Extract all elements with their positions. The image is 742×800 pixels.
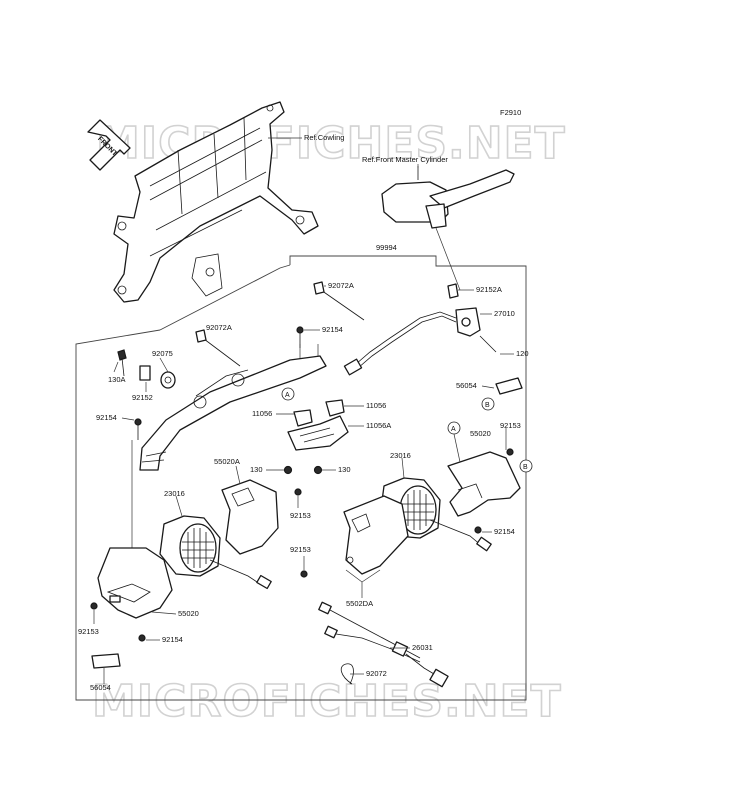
reflector-56054-left [91,653,121,669]
label-5502DA: 5502DA [346,599,373,608]
label-11056A: 11056A [366,421,391,430]
callout-b-lamp: B [519,459,533,473]
label-92154-bottom: 92154 [162,635,183,644]
label-55020-right: 55020 [470,429,491,438]
clamp-92072a-top [313,281,365,321]
ref-master-cylinder: Ref.Front Master Cylinder [362,155,448,164]
nut-130-right [313,465,323,475]
clip-11056 [287,399,349,451]
label-11056-right: 11056 [366,401,386,410]
label-120: 120 [516,349,529,358]
label-92075: 92075 [152,349,173,358]
connector-left-lamp [209,559,272,590]
label-92153-lower: 92153 [290,545,311,554]
switch-27010 [343,307,497,376]
bolt-92154-top [296,326,304,348]
assembly-frame [75,255,527,701]
svg-text:B: B [523,464,528,471]
bolt-92152a [447,283,459,299]
bolt-92154-right [474,526,482,534]
label-55020A: 55020A [214,457,240,466]
label-92154-right: 92154 [494,527,515,536]
bolt-130a [117,349,127,377]
reflector-56054-right [495,377,523,395]
label-56054-left: 56054 [90,683,111,692]
label-23016-right: 23016 [390,451,411,460]
label-92152: 92152 [132,393,153,402]
label-130A: 130A [108,375,126,384]
callout-a-right: A [447,421,461,435]
label-130-right: 130 [338,465,351,474]
ref-cowling: Ref.Cowling [304,133,344,142]
bolt-92154-left [134,418,142,440]
label-92154-left: 92154 [96,413,117,422]
grommet-92075 [160,371,176,389]
svg-text:A: A [285,392,290,399]
watermark-bottom: MICROFICHES.NET [92,676,562,727]
lamp-bracket-55020-right [447,451,521,517]
front-arrow-icon: FRONT [87,119,131,171]
cowling-stay [113,101,319,303]
label-92154-top: 92154 [322,325,343,334]
label-92153-left: 92153 [78,627,99,636]
bolt-92153-lower [300,570,308,578]
collar-92152 [139,365,151,381]
label-27010: 27010 [494,309,515,318]
lamp-housing-55020-left [97,547,173,619]
label-11056-left: 11056 [252,409,272,418]
lamp-bracket-5502da [343,495,409,575]
bolt-92153-mid [294,488,302,496]
label-55020-left: 55020 [178,609,199,618]
bolt-92153-left [90,602,98,610]
svg-text:B: B [485,402,490,409]
callout-b-right: B [481,397,495,411]
master-cylinder [381,166,515,229]
lamp-bracket [139,355,327,471]
label-26031: 26031 [412,643,433,652]
label-56054-right: 56054 [456,381,477,390]
connector-right-lamp [429,519,492,552]
clamp-92072a-left [195,329,241,367]
lamp-bracket-55020a [221,479,279,555]
harness-26031 [318,601,449,688]
label-92153-mid: 92153 [290,511,311,520]
label-130-left: 130 [250,465,263,474]
label-92072: 92072 [366,669,387,678]
label-92072A-top: 92072A [328,281,354,290]
label-92152A: 92152A [476,285,502,294]
bolt-92153-right [506,448,514,456]
label-92072A-left: 92072A [206,323,232,332]
nut-130-left [283,465,293,475]
label-92153-right: 92153 [500,421,521,430]
callout-a-top: A [281,387,295,401]
figure-code: F2910 [500,108,521,117]
label-23016-left: 23016 [164,489,185,498]
headlamp-23016-left [159,515,221,577]
svg-text:A: A [451,426,456,433]
label-99994: 99994 [376,243,397,252]
bolt-92154-bottom [138,634,146,642]
